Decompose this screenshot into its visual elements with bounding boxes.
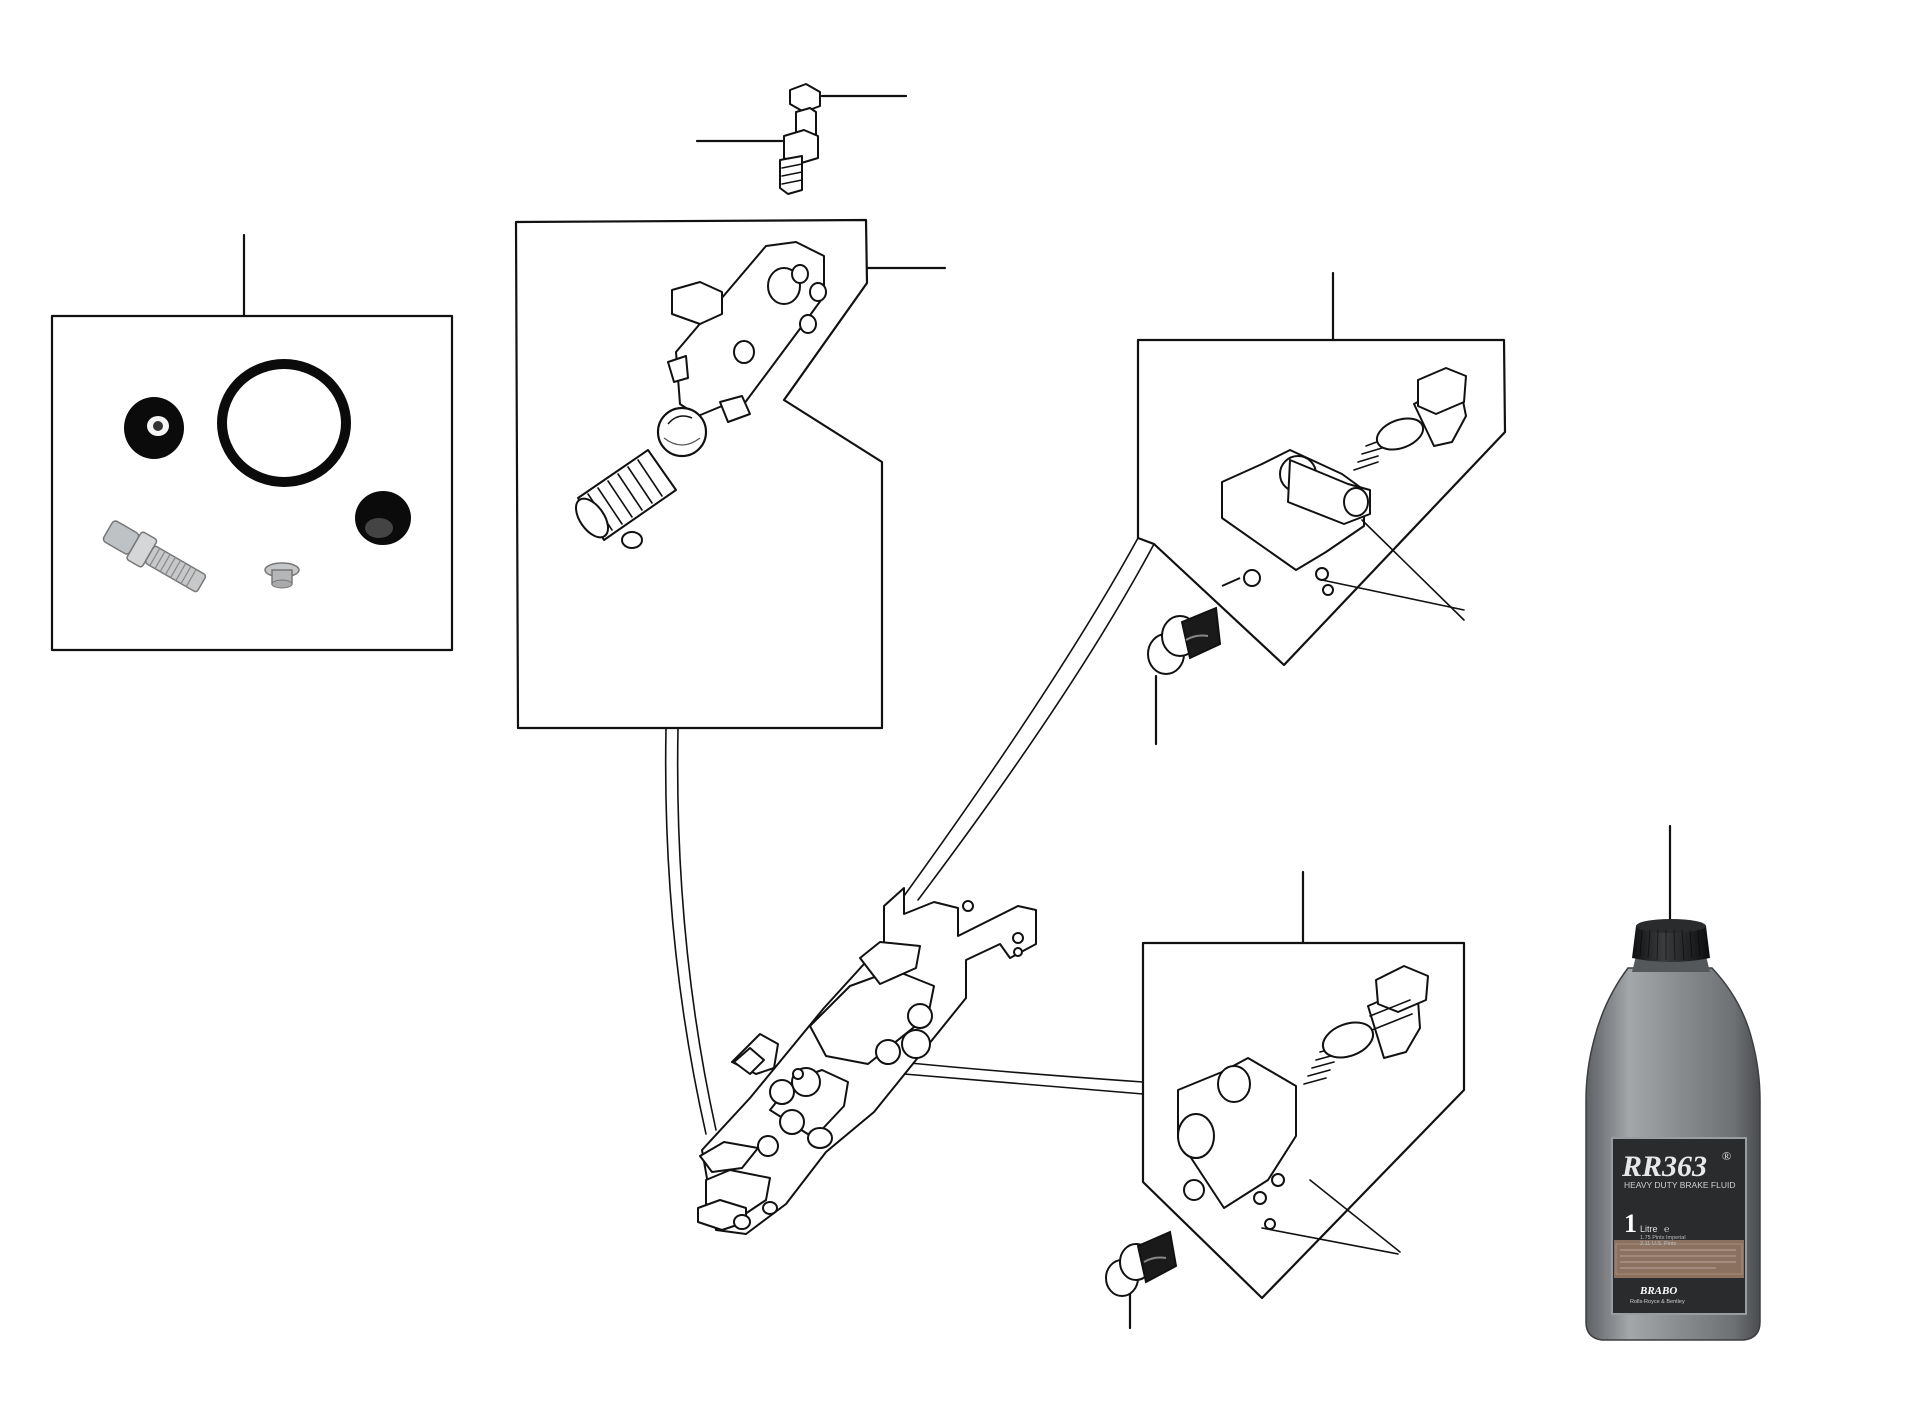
valve-body-icon [667, 241, 827, 423]
upper-spring-icon [1353, 367, 1467, 471]
bleed-screw-icon [779, 83, 821, 195]
lower-pointer-line-b [1261, 1227, 1399, 1255]
bleed-screw-callout[interactable] [695, 83, 908, 195]
bottle-label-band [1614, 1240, 1744, 1278]
pipe-lower-b [903, 1073, 1144, 1095]
actuator-body-icon [697, 887, 1037, 1235]
bottle-maker: BRABO [1639, 1285, 1677, 1297]
lower-boot-callout[interactable] [1105, 1230, 1178, 1330]
o-ring-icon [217, 359, 351, 487]
bottle-registered-mark: ® [1722, 1149, 1731, 1163]
valve-body-frame [514, 218, 884, 730]
filter-sleeve-icon [575, 449, 677, 549]
pipe-lower-a [899, 1061, 1144, 1083]
ball-icon [656, 406, 708, 458]
pipe-left-a [664, 727, 707, 1135]
seal-kit-callout[interactable] [50, 233, 454, 652]
upper-pointer-line-a [1361, 519, 1465, 621]
lower-spring-icon [1303, 965, 1429, 1085]
pipe-lines [664, 537, 1155, 1135]
bottle-subtitle: HEAVY DUTY BRAKE FLUID [1624, 1180, 1735, 1190]
bottle-imperial-volume: 1.75 Pints Imperial [1640, 1235, 1686, 1241]
bottle-us-volume: 2.11 U.S. Pints [1640, 1241, 1677, 1247]
pipe-left-b [676, 727, 717, 1131]
bleed-nipple-icon [102, 520, 207, 593]
valve-body-callout[interactable] [514, 218, 947, 730]
dust-boot-icon [355, 491, 411, 545]
pipe-upper-a [903, 537, 1139, 897]
lower-valve-icon [1177, 1057, 1297, 1230]
small-seal-icon [124, 397, 184, 459]
lower-boot-icon [1105, 1230, 1178, 1297]
bottle-volume-number: 1 [1624, 1209, 1637, 1238]
bottle-volume-unit: Litre [1640, 1224, 1658, 1234]
upper-boot-icon [1147, 606, 1222, 675]
upper-boot-callout[interactable] [1147, 606, 1222, 746]
bottle-volume-symbol: ℮ [1664, 1224, 1669, 1234]
main-actuator-assembly[interactable] [697, 887, 1037, 1235]
upper-pointer-line-b [1321, 579, 1465, 611]
bottle-maker-sub: Rolls-Royce & Bentley [1630, 1299, 1685, 1305]
upper-valve-icon [1221, 449, 1371, 596]
lower-pointer-line-a [1309, 1179, 1401, 1253]
lower-valve-frame [1141, 941, 1466, 1300]
seal-kit-frame [50, 314, 454, 652]
bottle-cap-top [1636, 919, 1706, 933]
pipe-upper-b [917, 543, 1155, 901]
brake-fluid-callout[interactable]: RR363 ® HEAVY DUTY BRAKE FLUID 1 Litre ℮… [1585, 824, 1761, 1341]
upper-valve-callout[interactable] [1136, 271, 1507, 667]
small-screw-icon [264, 562, 300, 589]
lower-valve-callout[interactable] [1141, 870, 1466, 1300]
bottle-brand-mark: RR363 [1621, 1150, 1707, 1183]
brake-fluid-bottle [1585, 919, 1761, 1341]
